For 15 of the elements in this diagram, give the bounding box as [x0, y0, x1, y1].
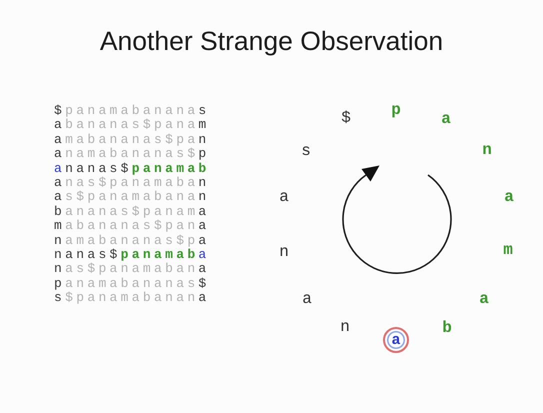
circled-letter: a	[383, 327, 409, 353]
letter: a	[441, 111, 451, 127]
letter: $	[341, 110, 351, 126]
letter: n	[482, 142, 492, 158]
letter: m	[503, 242, 513, 258]
letter: n	[340, 319, 350, 335]
letter: p	[391, 102, 401, 118]
letter: b	[442, 320, 452, 336]
letter: a	[479, 291, 489, 307]
letter: n	[279, 244, 289, 260]
slide-title: Another Strange Observation	[100, 25, 444, 57]
letter: s	[301, 143, 311, 159]
letter: a	[504, 189, 514, 205]
letter: a	[302, 291, 312, 307]
letter: a	[279, 189, 289, 205]
